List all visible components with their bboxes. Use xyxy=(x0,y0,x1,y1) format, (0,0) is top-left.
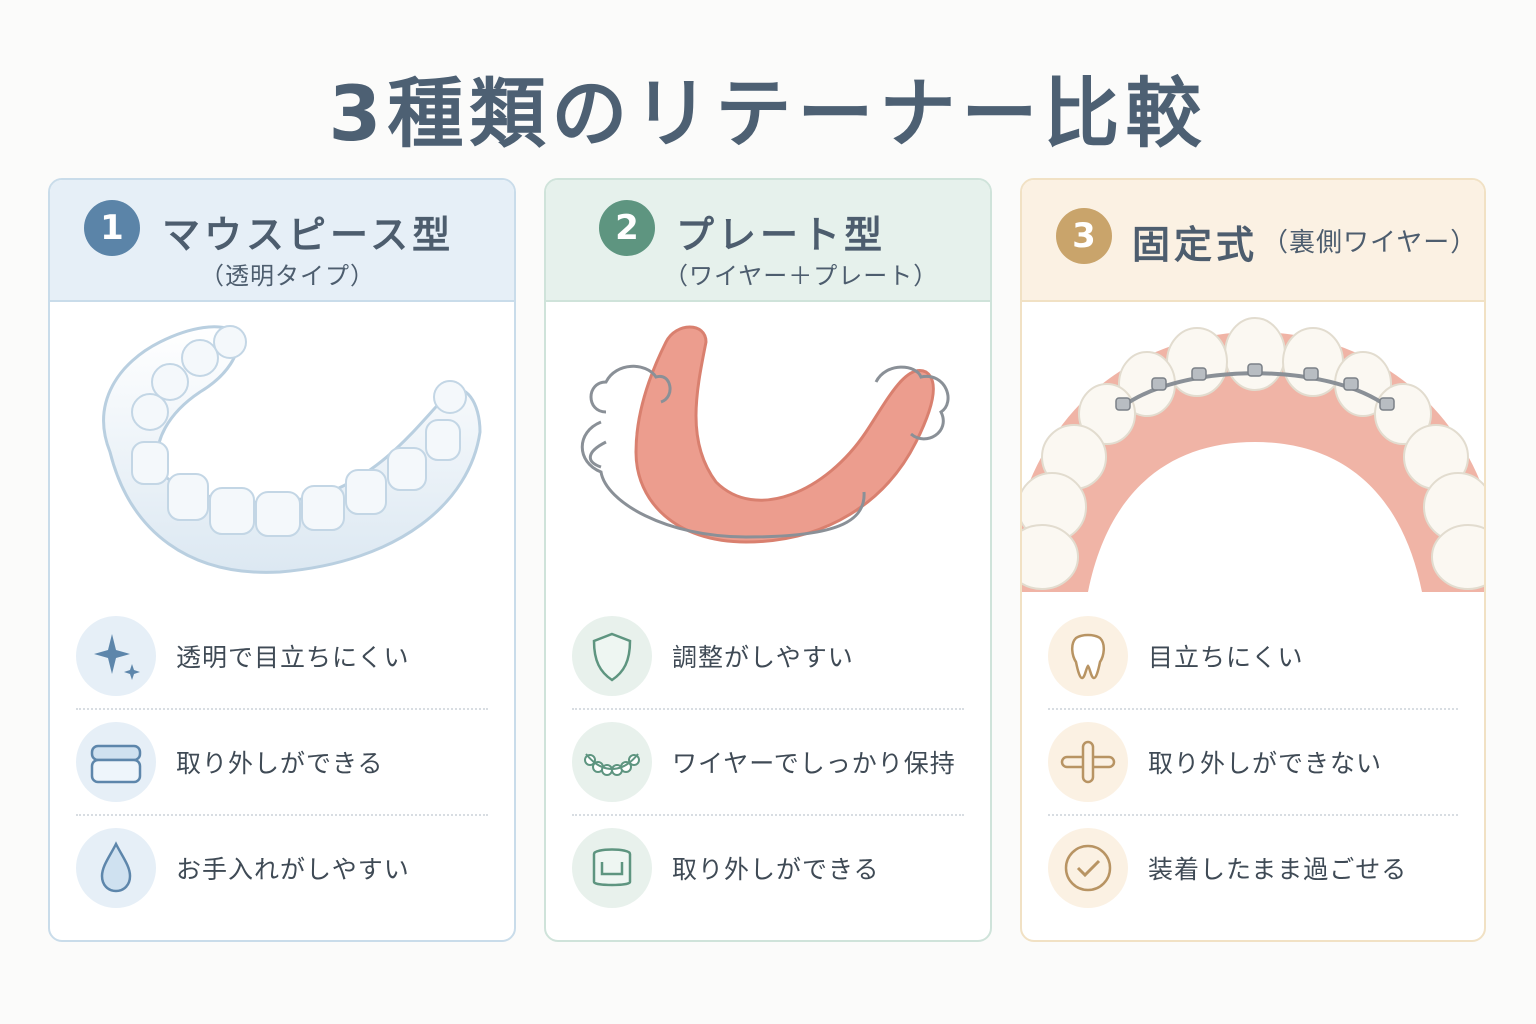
plate-icon xyxy=(572,828,652,908)
feature-label: 装着したまま過ごせる xyxy=(1148,855,1408,884)
fixed-bar-icon xyxy=(1048,722,1128,802)
shield-icon xyxy=(572,616,652,696)
plate-retainer-illustration xyxy=(546,302,990,592)
feature-item: 目立ちにくい xyxy=(1048,604,1458,710)
card-plate: 2 プレート型 （ワイヤー＋プレート） 調整がしやすい ワイヤーでしっかり保持 xyxy=(544,178,992,942)
feature-label: ワイヤーでしっかり保持 xyxy=(672,749,956,778)
feature-item: 取り外しができる xyxy=(572,816,964,922)
sparkle-icon xyxy=(76,616,156,696)
card-title: プレート型 xyxy=(676,213,887,257)
card-title: マウスピース型 xyxy=(162,213,455,257)
feature-label: 取り外しができる xyxy=(176,749,384,778)
check-circle-icon xyxy=(1048,828,1128,908)
water-drop-icon xyxy=(76,828,156,908)
number-badge: 3 xyxy=(1056,208,1112,264)
feature-item: 取り外しができない xyxy=(1048,710,1458,816)
feature-label: 取り外しができる xyxy=(672,855,880,884)
feature-label: 目立ちにくい xyxy=(1148,643,1304,672)
feature-label: 取り外しができない xyxy=(1148,749,1383,778)
card-header: 3 固定式 （裏側ワイヤー） xyxy=(1022,180,1484,302)
feature-item: ワイヤーでしっかり保持 xyxy=(572,710,964,816)
feature-item: 透明で目立ちにくい xyxy=(76,604,488,710)
card-title: 固定式 xyxy=(1132,223,1259,267)
page-title: 3種類のリテーナー比較 xyxy=(328,69,1208,158)
card-subtitle: （ワイヤー＋プレート） xyxy=(664,262,939,290)
tooth-icon xyxy=(1048,616,1128,696)
feature-label: 調整がしやすい xyxy=(672,643,854,672)
fixed-lingual-wire-illustration xyxy=(1022,302,1484,592)
teeth-wire-icon xyxy=(572,722,652,802)
retainer-case-icon xyxy=(76,722,156,802)
card-subtitle: （透明タイプ） xyxy=(200,262,375,290)
card-mouthpiece: 1 マウスピース型 （透明タイプ） xyxy=(48,178,516,942)
number-badge: 2 xyxy=(599,200,655,256)
card-header: 2 プレート型 （ワイヤー＋プレート） xyxy=(546,180,990,302)
feature-item: 調整がしやすい xyxy=(572,604,964,710)
feature-item: 装着したまま過ごせる xyxy=(1048,816,1458,922)
card-header: 1 マウスピース型 （透明タイプ） xyxy=(50,180,514,302)
feature-label: 透明で目立ちにくい xyxy=(176,643,410,672)
feature-item: 取り外しができる xyxy=(76,710,488,816)
card-fixed: 3 固定式 （裏側ワイヤー） xyxy=(1020,178,1486,942)
feature-label: お手入れがしやすい xyxy=(176,855,410,884)
clear-aligner-illustration xyxy=(50,302,514,592)
feature-item: お手入れがしやすい xyxy=(76,816,488,922)
number-badge: 1 xyxy=(84,200,140,256)
card-subtitle: （裏側ワイヤー） xyxy=(1262,228,1478,258)
